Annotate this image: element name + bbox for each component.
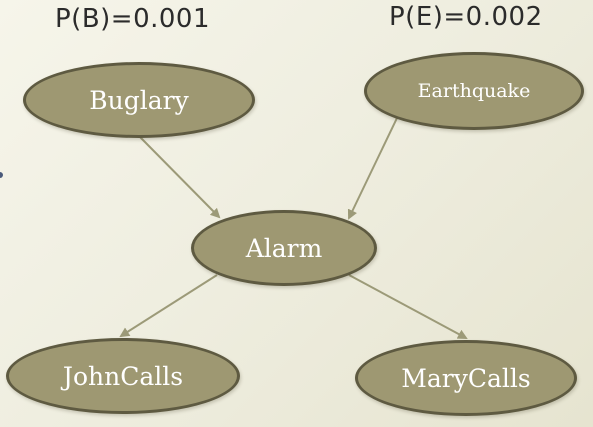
node-johncalls-label: JohnCalls <box>62 361 184 391</box>
node-earthquake-label: Earthquake <box>417 80 531 102</box>
node-alarm-label: Alarm <box>245 233 323 263</box>
prior-earthquake-label: P(E)=0.002 <box>389 2 543 32</box>
node-earthquake[interactable]: Earthquake <box>364 52 584 130</box>
edge-burglary-alarm <box>139 136 221 219</box>
node-alarm[interactable]: Alarm <box>191 210 377 286</box>
node-marycalls-label: MaryCalls <box>401 363 531 393</box>
node-burglary[interactable]: Buglary <box>23 62 255 138</box>
bullet-dot <box>0 172 3 178</box>
node-burglary-label: Buglary <box>89 85 189 115</box>
prior-burglary-label: P(B)=0.001 <box>55 4 211 34</box>
edge-alarm-johncalls <box>119 274 218 338</box>
node-johncalls[interactable]: JohnCalls <box>6 338 240 414</box>
node-marycalls[interactable]: MaryCalls <box>355 340 577 416</box>
edge-alarm-marycalls <box>348 274 468 339</box>
edge-earthquake-alarm <box>347 117 398 220</box>
